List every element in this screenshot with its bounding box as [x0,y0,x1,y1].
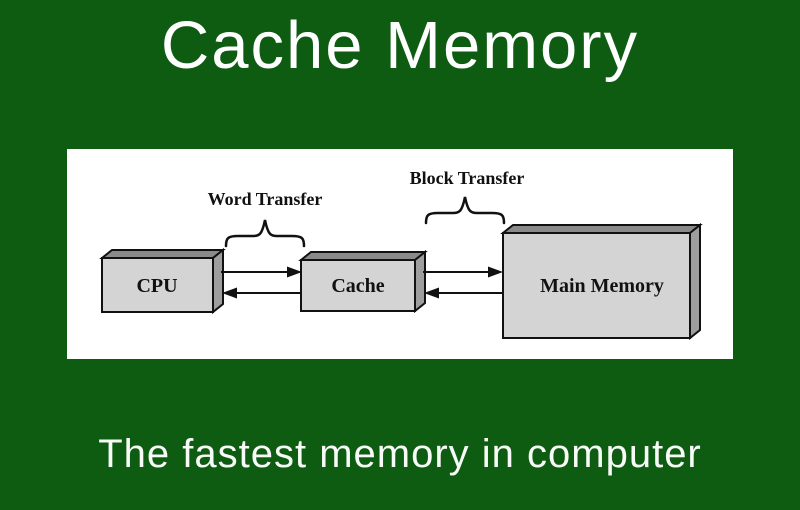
main-memory-box: Main Memory [500,222,703,341]
cache-to-main-memory-arrowhead [488,266,503,278]
page-title: Cache Memory [160,8,640,83]
main-memory-to-cache-arrowhead [424,287,439,299]
cache-label: Cache [331,275,384,297]
block-transfer-brace [424,196,506,225]
cpu-to-cache-arrowhead [287,266,302,278]
cache-to-main-memory-arrow [423,266,503,278]
caption-text: The fastest memory in computer [98,432,702,476]
cache-memory-diagram: Word Transfer Block Transfer CPU Cache [99,168,703,341]
main-memory-label: Main Memory [540,275,664,297]
diagram-panel: Word Transfer Block Transfer CPU Cache [67,149,733,359]
cache-box-front-face [300,259,416,312]
word-transfer-label: Word Transfer [208,189,323,209]
cache-box-side-face [414,249,426,314]
main-memory-box-front-face [502,232,691,339]
cache-box-top-face [298,251,428,261]
cpu-to-cache-arrow [221,266,302,278]
cache-box: Cache [298,249,428,314]
cpu-box-side-face [212,247,224,315]
cpu-label: CPU [136,275,177,297]
word-transfer-brace [224,219,306,248]
block-transfer-label: Block Transfer [410,168,525,188]
cache-to-cpu-arrow [222,287,301,299]
cpu-box: CPU [99,247,226,315]
main-memory-to-cache-arrow [424,287,503,299]
cache-to-cpu-arrowhead [222,287,237,299]
cpu-box-top-face [99,249,226,259]
main-memory-box-side-face [689,222,701,341]
main-memory-box-top-face [500,224,703,234]
cpu-box-front-face [101,257,214,313]
